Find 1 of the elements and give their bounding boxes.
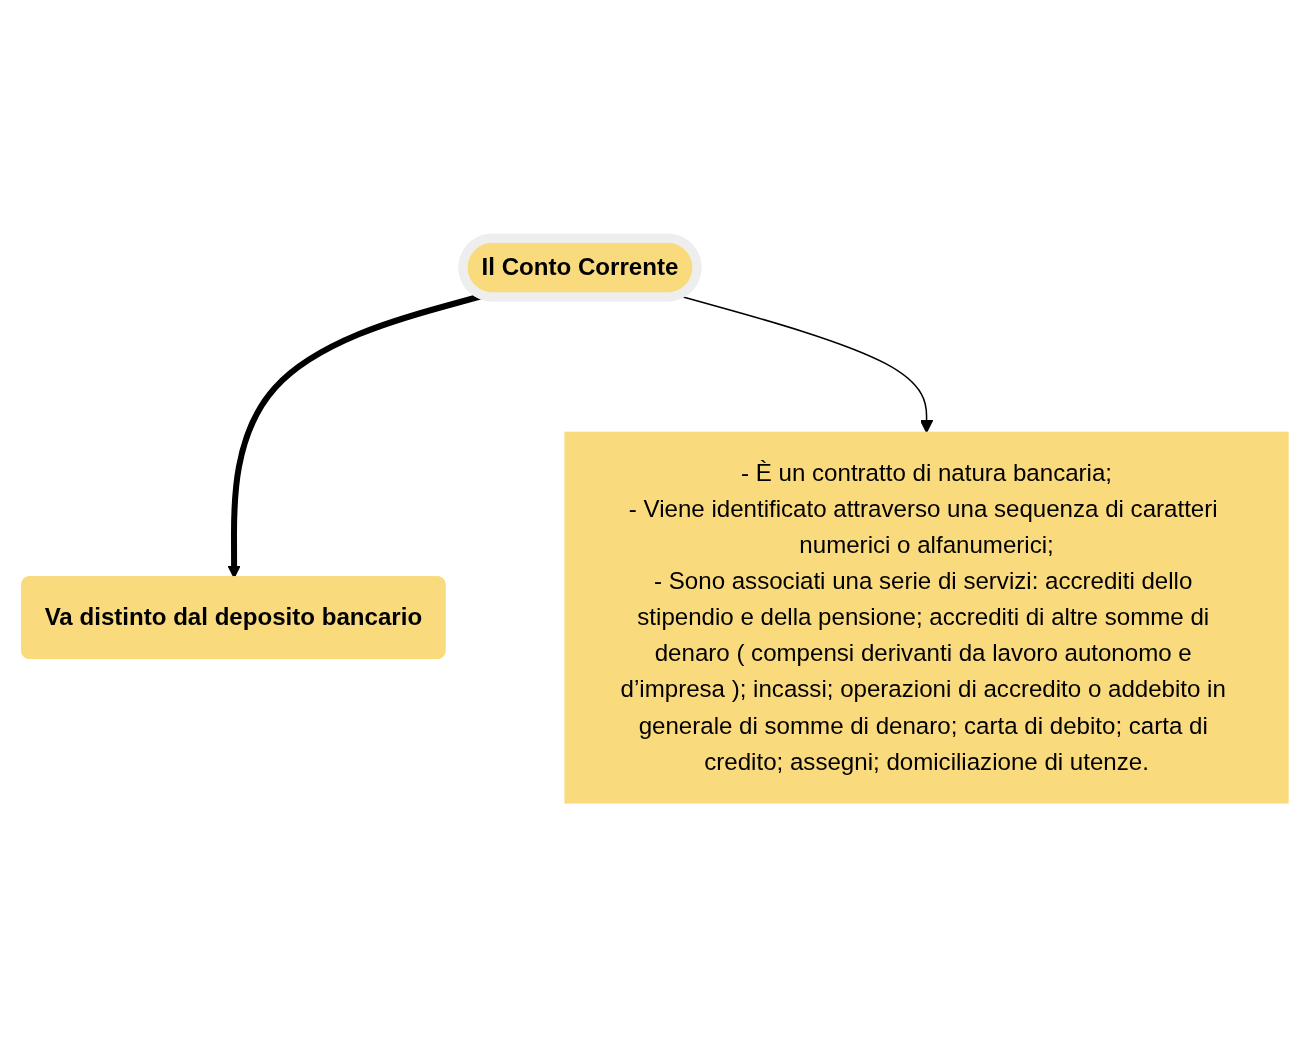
node-box: - È un contratto di natura bancaria; - Viene identificato attraverso una sequenza di caratteri numerici o alfanumerici; - Sono associati una serie di servizi: accrediti dello stipendio e della pensione; accrediti di altre somme di denaro ( compensi derivanti da lavoro autonomo e d’impresa ); incassi; operazioni di accredito o addebito in generale di somme di denaro; carta di debito; carta di credito; assegni; domiciliazione di utenze. [564,431,1289,804]
